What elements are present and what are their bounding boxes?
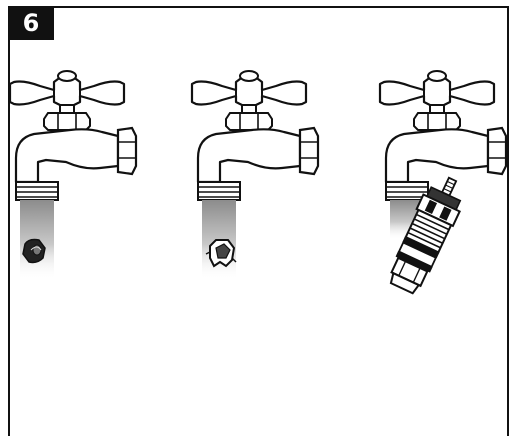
spray-nozzle-icon bbox=[205, 239, 237, 268]
step-number-badge: 6 bbox=[8, 6, 54, 40]
aerator-insert-icon bbox=[22, 238, 46, 264]
valve-cartridge-icon bbox=[389, 176, 462, 295]
